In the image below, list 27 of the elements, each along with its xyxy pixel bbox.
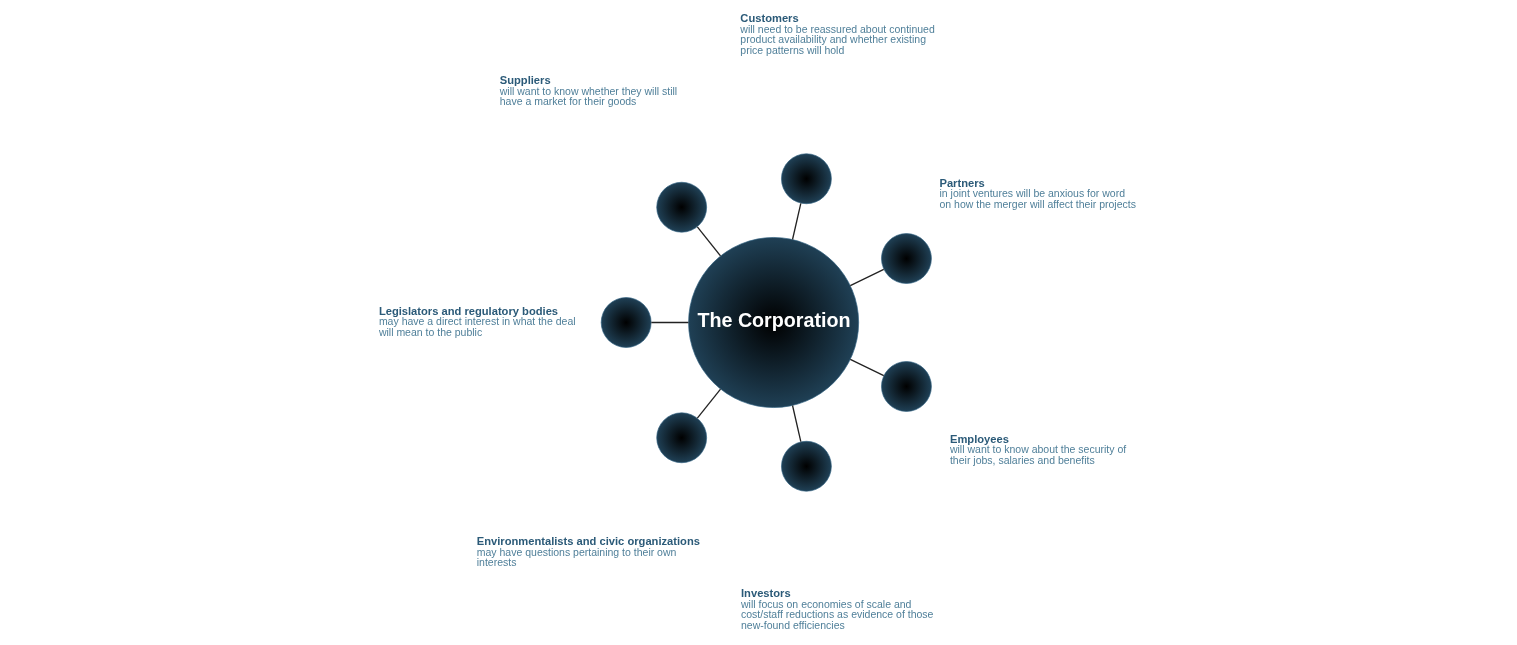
node-circle — [655, 412, 707, 464]
node-label: Customers — [739, 11, 799, 24]
node-label: will need to be reassured about continued product availability and whether existing price patterns will hold — [739, 22, 935, 56]
node-circle — [655, 181, 707, 233]
node-circle: The Corporation — [687, 237, 859, 408]
node-label: Suppliers — [499, 74, 551, 87]
connector — [696, 388, 721, 419]
node-label: Investors — [740, 586, 791, 599]
node-circle — [780, 153, 832, 205]
connector — [650, 321, 689, 324]
connector — [849, 268, 884, 287]
connector — [791, 404, 801, 443]
node-label: will want to know about the security of their jobs, salaries and benefits — [949, 443, 1126, 466]
node-label: in joint ventures will be anxious for word on how the merger will affect their projects — [938, 187, 1136, 210]
connector — [849, 358, 884, 377]
node-label: Partners — [938, 176, 985, 189]
node-label: will focus on economies of scale and cost/staff reductions as evidence of those new-found efficiencies — [740, 597, 933, 631]
node-label: may have questions pertaining to their own interests — [476, 545, 676, 569]
node-circle — [600, 297, 651, 348]
connector — [791, 202, 801, 241]
node-label: Environmentalists and civic organizations — [476, 535, 700, 548]
node-label: Legislators and regulatory bodies — [378, 304, 558, 317]
node-circle — [880, 233, 932, 284]
node-circle — [880, 361, 932, 412]
connector — [696, 226, 721, 257]
node-label: Employees — [949, 432, 1009, 445]
node-circle — [780, 440, 832, 492]
